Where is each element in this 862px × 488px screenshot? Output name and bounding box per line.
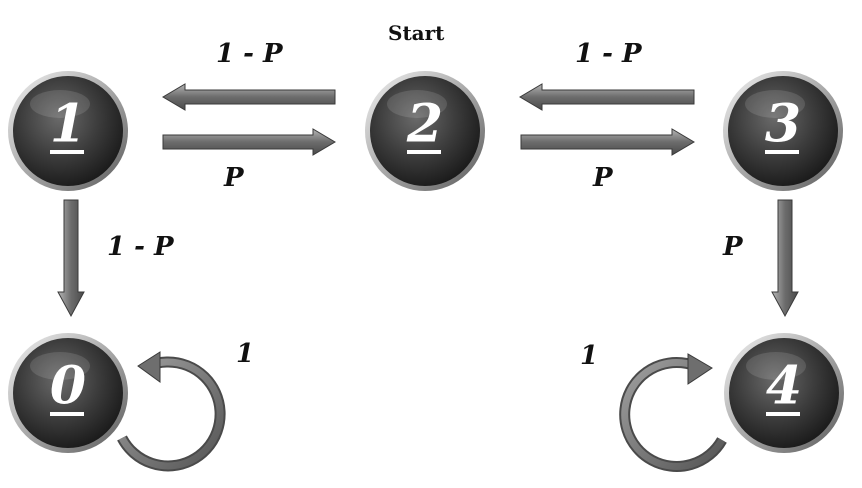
loop-label-0: 1 xyxy=(236,339,254,369)
node-0-label: 0 xyxy=(50,356,86,417)
arrow-2-to-3 xyxy=(520,128,695,156)
loop-label-4: 1 xyxy=(580,341,598,371)
node-4-label: 4 xyxy=(766,356,802,417)
node-0-underline xyxy=(50,412,84,416)
edge-label-3-to-2: 1 - P xyxy=(575,39,643,69)
start-label: Start xyxy=(388,21,445,45)
node-3-underline xyxy=(765,150,799,154)
node-2-underline xyxy=(407,150,441,154)
arrow-1-to-2 xyxy=(162,128,336,156)
node-0: 0 xyxy=(8,333,128,453)
edge-label-2-to-1: 1 - P xyxy=(216,39,284,69)
self-loop-4 xyxy=(619,353,727,472)
edge-label-1-to-2: P xyxy=(223,163,245,193)
edge-label-3-to-4: P xyxy=(722,232,744,262)
arrow-2-to-1 xyxy=(162,83,336,111)
node-2: 2 xyxy=(365,71,485,191)
edge-label-1-to-0: 1 - P xyxy=(107,232,175,262)
arrow-3-to-2 xyxy=(519,83,695,111)
node-3: 3 xyxy=(723,71,843,191)
node-2-label: 2 xyxy=(406,94,443,155)
node-1-underline xyxy=(50,150,84,154)
arrow-1-to-0 xyxy=(57,199,85,318)
arrow-3-to-4 xyxy=(771,199,799,318)
node-4-underline xyxy=(766,412,800,416)
node-1-label: 1 xyxy=(50,94,86,155)
node-4: 4 xyxy=(724,333,844,453)
node-1: 1 xyxy=(8,71,128,191)
self-loop-0 xyxy=(117,351,226,472)
node-3-label: 3 xyxy=(765,94,801,155)
edge-label-2-to-3: P xyxy=(592,163,614,193)
